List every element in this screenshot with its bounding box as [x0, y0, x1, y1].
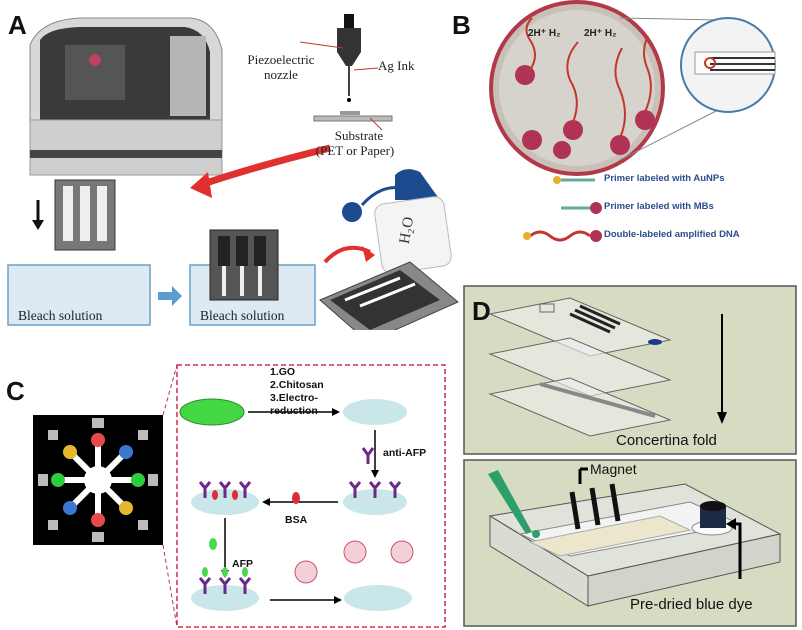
concertina-fold-illustration	[488, 297, 672, 437]
pre-dried-dye-label: Pre-dried blue dye	[630, 596, 753, 613]
substrate-label: Substrate	[334, 128, 384, 143]
step-1-go: 1.GO	[270, 366, 296, 378]
panel-c-figure	[33, 364, 446, 628]
legend-item-aunps: Primer labeled with AuNPs	[604, 173, 725, 184]
afp-label: AFP	[232, 558, 253, 570]
panel-a-figure	[7, 14, 459, 330]
panel-b-figure	[489, 0, 776, 242]
panel-b-letter: B	[452, 10, 471, 40]
nozzle-label: Piezoelectric nozzle	[247, 52, 315, 82]
panel-d-figure	[463, 285, 797, 627]
bleach-label-right: Bleach solution	[200, 308, 285, 323]
bleach-label-left: Bleach solution	[18, 308, 103, 323]
reaction-label-1: 2H⁺ H₂	[528, 28, 561, 39]
sensor-array	[38, 418, 158, 542]
anti-afp-label: anti-AFP	[383, 447, 427, 459]
piezo-nozzle-diagram	[299, 14, 393, 131]
step-2-chitosan: 2.Chitosan	[270, 379, 324, 391]
ag-ink-label: Ag Ink	[378, 58, 415, 73]
substrate-sub-label: (PET or Paper)	[315, 143, 395, 158]
panel-c-letter: C	[6, 376, 25, 406]
concertina-fold-label: Concertina fold	[616, 432, 717, 449]
bsa-label: BSA	[285, 514, 308, 526]
step-3-electro: 3.Electro-	[270, 392, 318, 404]
magnet-label: Magnet	[590, 461, 637, 477]
panel-a-letter: A	[8, 10, 27, 40]
step-3-reduction: reduction	[270, 405, 318, 417]
legend-item-mbs: Primer labeled with MBs	[604, 201, 714, 212]
panel-d-letter: D	[472, 296, 491, 326]
water-bottle-illustration	[342, 169, 452, 274]
reaction-label-2: 2H⁺ H₂	[584, 28, 617, 39]
inkjet-printer-illustration	[29, 17, 223, 176]
legend-item-double-labeled: Double-labeled amplified DNA	[604, 229, 740, 240]
device-3d-illustration	[488, 470, 782, 607]
